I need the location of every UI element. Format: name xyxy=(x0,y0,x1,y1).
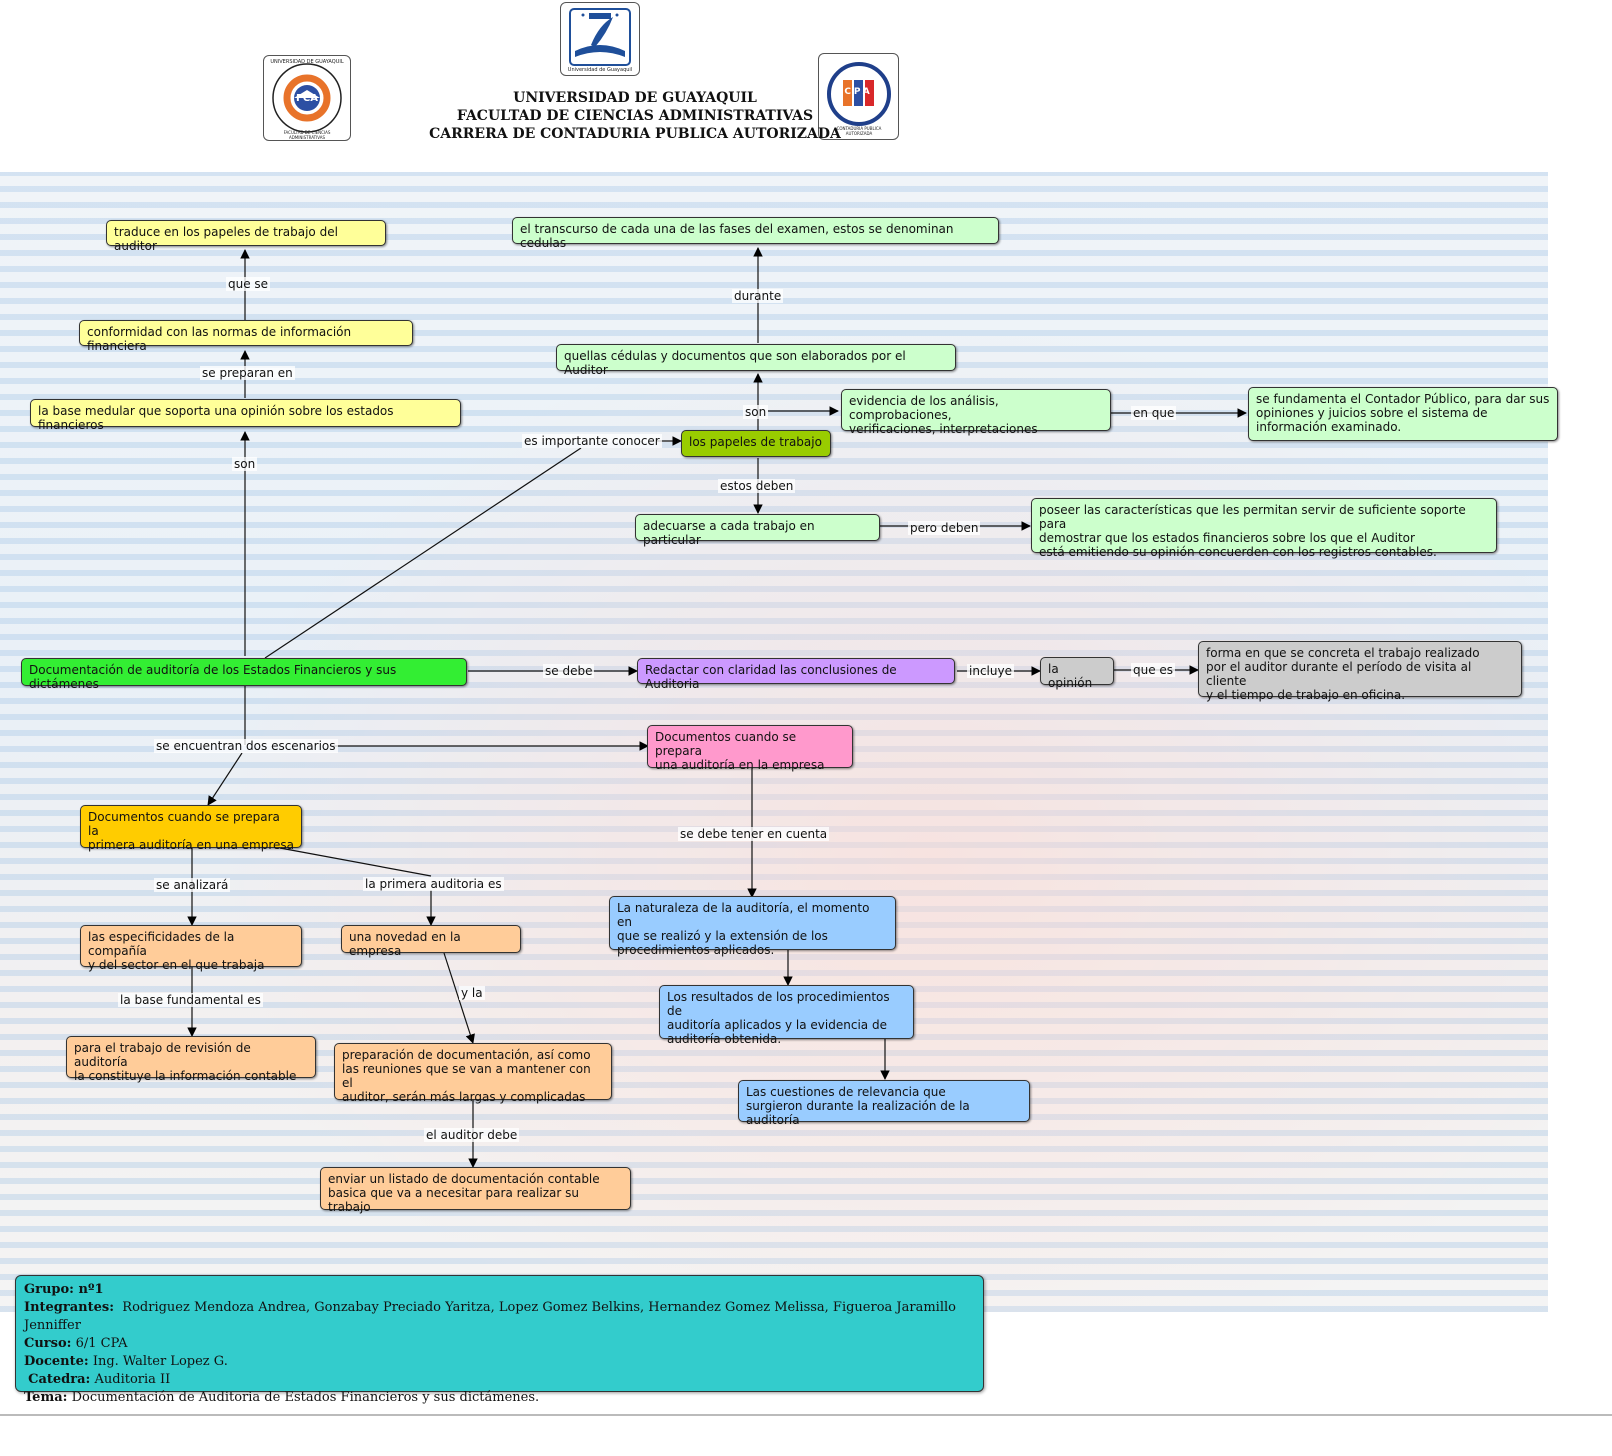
link-pero-deben: pero deben xyxy=(908,521,981,535)
university-logo-caption: Universidad de Guayaquil xyxy=(567,67,633,73)
link-se-debe: se debe xyxy=(543,664,595,678)
link-el-auditor-debe: el auditor debe xyxy=(424,1128,520,1142)
node-listado[interactable]: enviar un listado de documentación conta… xyxy=(320,1167,631,1214)
link-estos-deben: estos deben xyxy=(718,479,796,493)
node-fundamenta[interactable]: se fundamenta el Contador Público, para … xyxy=(1248,387,1558,441)
subject-value: Auditoria II xyxy=(94,1372,171,1387)
link-se-analizara: se analizará xyxy=(154,878,231,892)
header-line-2: FACULTAD DE CIENCIAS ADMINISTRATIVAS xyxy=(456,108,814,124)
node-cuestiones[interactable]: Las cuestiones de relevancia que surgier… xyxy=(738,1080,1030,1127)
cpa-logo-text: CPA xyxy=(844,87,873,97)
node-documentacion[interactable]: Documentación de auditoría de los Estado… xyxy=(21,658,467,691)
link-en-que: en que xyxy=(1131,406,1177,420)
link-y-la: y la xyxy=(459,986,485,1000)
node-forma[interactable]: forma en que se concreta el trabajo real… xyxy=(1198,641,1522,702)
node-poseer[interactable]: poseer las características que les permi… xyxy=(1031,498,1497,559)
link-se-debe-tener: se debe tener en cuenta xyxy=(678,827,830,841)
link-primera-es: la primera auditoria es xyxy=(363,877,504,891)
fca-logo: FCA UNIVERSIDAD DE GUAYAQUIL FACULTAD DE… xyxy=(263,55,351,141)
link-son-mid: son xyxy=(743,405,769,419)
cpa-logo-caption: CONTADURIA PUBLICA AUTORIZADA xyxy=(836,126,882,136)
group-line: Grupo: nº1 xyxy=(24,1281,975,1299)
node-novedad[interactable]: una novedad en la empresa xyxy=(341,925,521,958)
edge-primera-novedad xyxy=(279,847,432,877)
node-transcurso[interactable]: el transcurso de cada una de las fases d… xyxy=(512,217,999,250)
edge-documentacion-papeles xyxy=(264,447,582,659)
node-docs-primera[interactable]: Documentos cuando se prepara la primera … xyxy=(80,805,302,852)
teacher-value: Ing. Walter Lopez G. xyxy=(92,1354,228,1369)
link-durante: durante xyxy=(732,289,784,303)
group-info-box: Grupo: nº1 Integrantes: Rodriguez Mendoz… xyxy=(15,1275,984,1405)
node-adecuarse[interactable]: adecuarse a cada trabajo en particular xyxy=(635,514,880,547)
bottom-divider xyxy=(0,1414,1612,1416)
node-conformidad[interactable]: conformidad con las normas de informació… xyxy=(79,320,413,353)
node-base-medular[interactable]: la base medular que soporta una opinión … xyxy=(30,399,461,432)
teacher-line: Docente: Ing. Walter Lopez G. xyxy=(24,1353,975,1371)
members-line: Integrantes: Rodriguez Mendoza Andrea, G… xyxy=(24,1299,975,1335)
link-base-fundamental: la base fundamental es xyxy=(118,993,263,1007)
fca-logo-bottom-text: FACULTAD DE CIENCIAS ADMINISTRATIVAS xyxy=(283,130,331,140)
node-revision[interactable]: para el trabajo de revisión de auditoría… xyxy=(66,1036,316,1083)
link-son-left: son xyxy=(232,457,258,471)
link-que-es: que es xyxy=(1131,663,1176,677)
node-quellas[interactable]: quellas cédulas y documentos que son ela… xyxy=(556,344,956,377)
link-es-importante: es importante conocer xyxy=(522,434,662,448)
topic-label: Tema: xyxy=(24,1390,68,1405)
fca-logo-ring-text: UNIVERSIDAD DE GUAYAQUIL xyxy=(270,59,344,65)
university-logo: Universidad de Guayaquil xyxy=(560,2,640,76)
node-redactar[interactable]: Redactar con claridad las conclusiones d… xyxy=(637,658,955,691)
node-traduce[interactable]: traduce en los papeles de trabajo del au… xyxy=(106,220,386,253)
cpa-logo: CPA CONTADURIA PUBLICA AUTORIZADA xyxy=(818,53,899,140)
subject-line: Catedra: Auditoria II xyxy=(24,1371,975,1389)
edge-scenarios-primera xyxy=(207,752,243,806)
node-naturaleza[interactable]: La naturaleza de la auditoría, el moment… xyxy=(609,896,896,957)
node-docs-empresa[interactable]: Documentos cuando se prepara una auditor… xyxy=(647,725,853,772)
course-label: Curso: xyxy=(24,1336,72,1351)
subject-label: Catedra: xyxy=(28,1372,91,1387)
teacher-label: Docente: xyxy=(24,1354,89,1369)
course-value: 6/1 CPA xyxy=(75,1336,128,1351)
node-preparacion[interactable]: preparación de documentación, así como l… xyxy=(334,1043,612,1104)
fca-logo-text: FCA xyxy=(296,93,318,104)
node-evidencia[interactable]: evidencia de los análisis, comprobacione… xyxy=(841,389,1111,436)
node-resultados[interactable]: Los resultados de los procedimientos de … xyxy=(659,985,914,1046)
header-line-1: UNIVERSIDAD DE GUAYAQUIL xyxy=(513,90,757,106)
members-label: Integrantes: xyxy=(24,1300,115,1315)
group-label: Grupo: nº1 xyxy=(24,1282,104,1297)
topic-line: Tema: Documentación de Auditoria de Esta… xyxy=(24,1389,975,1407)
node-papeles[interactable]: los papeles de trabajo xyxy=(681,430,831,457)
header-line-3: CARRERA DE CONTADURIA PUBLICA AUTORIZADA xyxy=(429,126,841,142)
node-especificidades[interactable]: las especificidades de la compañía y del… xyxy=(80,925,302,972)
link-que-se: que se xyxy=(226,277,271,291)
link-incluye: incluye xyxy=(967,664,1014,678)
topic-value: Documentación de Auditoria de Estados Fi… xyxy=(71,1390,540,1405)
link-se-preparan-en: se preparan en xyxy=(200,366,295,380)
edge-novedad-preparacion xyxy=(443,952,475,1044)
link-se-encuentran: se encuentran dos escenarios xyxy=(154,739,338,753)
node-opinion[interactable]: la opinión xyxy=(1040,657,1114,690)
members-value: Rodriguez Mendoza Andrea, Gonzabay Preci… xyxy=(24,1300,956,1333)
course-line: Curso: 6/1 CPA xyxy=(24,1335,975,1353)
